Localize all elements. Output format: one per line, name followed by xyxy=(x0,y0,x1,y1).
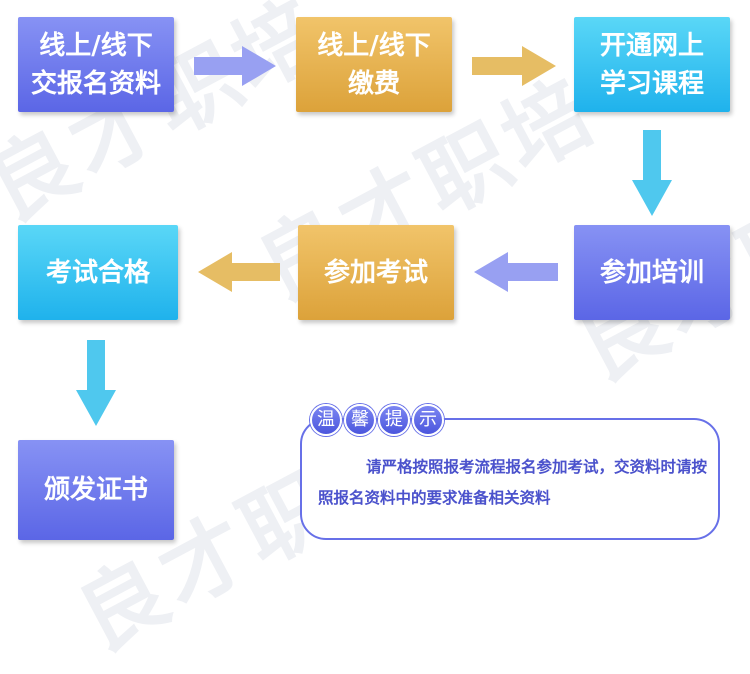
step-pass-exam: 考试合格 xyxy=(18,225,178,320)
step-label: 考试合格 xyxy=(45,257,150,288)
step-open-online-course: 开通网上 学习课程 xyxy=(574,17,730,112)
step-label: 参加培训 xyxy=(599,257,704,288)
step-issue-certificate: 颁发证书 xyxy=(18,440,174,540)
arrow-down-icon xyxy=(632,130,672,216)
tip-heading: 温 馨 提 示 xyxy=(310,404,444,436)
tip-heading-char: 示 xyxy=(412,404,444,436)
arrow-left-icon xyxy=(198,252,280,292)
arrow-left-icon xyxy=(474,252,558,292)
tip-heading-char: 温 xyxy=(310,404,342,436)
tip-heading-char: 提 xyxy=(378,404,410,436)
step-submit-materials: 线上/线下 交报名资料 xyxy=(18,17,174,112)
tip-box xyxy=(300,418,720,540)
arrow-right-icon xyxy=(194,46,276,86)
step-take-exam: 参加考试 xyxy=(298,225,454,320)
step-attend-training: 参加培训 xyxy=(574,225,730,320)
step-label: 线上/线下 xyxy=(317,30,431,61)
step-label: 缴费 xyxy=(347,68,400,99)
step-label: 颁发证书 xyxy=(43,475,148,505)
arrow-down-icon xyxy=(76,340,116,426)
step-payment: 线上/线下 缴费 xyxy=(296,17,452,112)
step-label: 参加考试 xyxy=(323,257,428,288)
step-label: 交报名资料 xyxy=(30,68,161,99)
step-label: 学习课程 xyxy=(599,68,704,99)
step-label: 开通网上 xyxy=(599,30,704,61)
tip-text: 请严格按照报考流程报名参加考试，交资料时请按照报名资料中的要求准备相关资料 xyxy=(318,458,708,507)
step-label: 线上/线下 xyxy=(39,30,153,61)
arrow-right-icon xyxy=(472,46,556,86)
tip-heading-char: 馨 xyxy=(344,404,376,436)
